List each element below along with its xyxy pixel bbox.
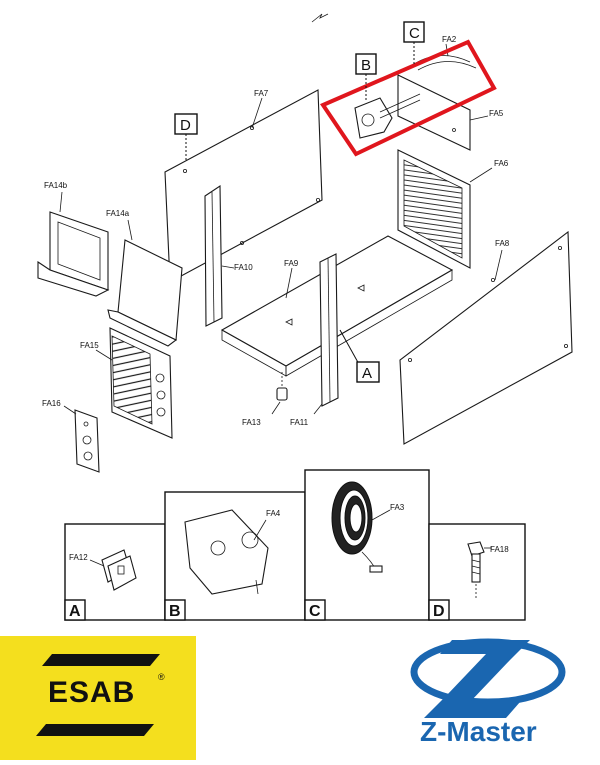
callout-fa8: FA8	[495, 239, 510, 248]
detail-panel-c: C FA3	[304, 469, 430, 621]
part-fa15-heatsink: FA15	[80, 327, 173, 439]
svg-text:C: C	[309, 603, 321, 620]
part-fa16-plate: FA16	[42, 399, 100, 473]
zmaster-wordmark: Z-Master	[420, 716, 537, 747]
callout-fa3: FA3	[390, 503, 405, 512]
callout-fa5: FA5	[489, 109, 504, 118]
callout-fa10: FA10	[234, 263, 253, 272]
part-fa6-grille-panel: FA6	[397, 149, 509, 269]
callout-fa11: FA11	[290, 418, 309, 427]
svg-text:C: C	[409, 25, 420, 42]
detail-box-d: D	[174, 113, 198, 160]
svg-text:A: A	[362, 365, 372, 382]
detail-box-c: C	[403, 21, 425, 66]
svg-text:B: B	[361, 57, 371, 74]
callout-fa14a: FA14a	[106, 209, 130, 218]
callout-fa13: FA13	[242, 418, 261, 427]
detail-box-a: A	[339, 329, 380, 383]
callout-fa9: FA9	[284, 259, 299, 268]
svg-text:A: A	[69, 603, 81, 620]
esab-logo-mark: ®	[36, 654, 165, 736]
detail-panel-d: D FA18	[428, 523, 526, 621]
callout-fa2: FA2	[442, 35, 457, 44]
highlight-frame	[319, 39, 497, 157]
part-fa13-foot: FA13	[242, 372, 288, 427]
callout-fa14b: FA14b	[44, 181, 68, 190]
detail-panel-a: A FA12	[64, 523, 166, 621]
part-fa4-fan-holder	[354, 93, 421, 139]
part-fa14a-frame: FA14a	[106, 209, 183, 347]
callout-fa12: FA12	[69, 553, 88, 562]
esab-logo: ®	[0, 636, 196, 760]
esab-wordmark: ESAB	[48, 676, 136, 709]
callout-fa7: FA7	[254, 89, 269, 98]
part-fa5-rear-panel: FA5	[397, 74, 504, 151]
zmaster-logo	[410, 638, 566, 718]
svg-text:B: B	[169, 603, 181, 620]
detail-box-b: B	[355, 53, 377, 100]
part-fa7-top-cover: FA7	[164, 89, 323, 283]
callout-fa18: FA18	[490, 545, 509, 554]
part-fa8-side-panel: FA8	[399, 230, 573, 445]
part-fa11-rail: FA11	[290, 253, 339, 427]
svg-text:D: D	[433, 603, 445, 620]
detail-panel-b: B FA4	[164, 491, 306, 621]
top-arrow-fragment	[311, 13, 329, 23]
callout-fa6: FA6	[494, 159, 509, 168]
part-fa14b-frame: FA14b	[37, 181, 110, 297]
svg-text:D: D	[180, 117, 191, 134]
callout-fa4: FA4	[266, 509, 281, 518]
callout-fa15: FA15	[80, 341, 99, 350]
trademark-symbol: ®	[158, 672, 165, 682]
callout-fa16: FA16	[42, 399, 61, 408]
part-fa10-rail: FA10	[204, 184, 253, 327]
